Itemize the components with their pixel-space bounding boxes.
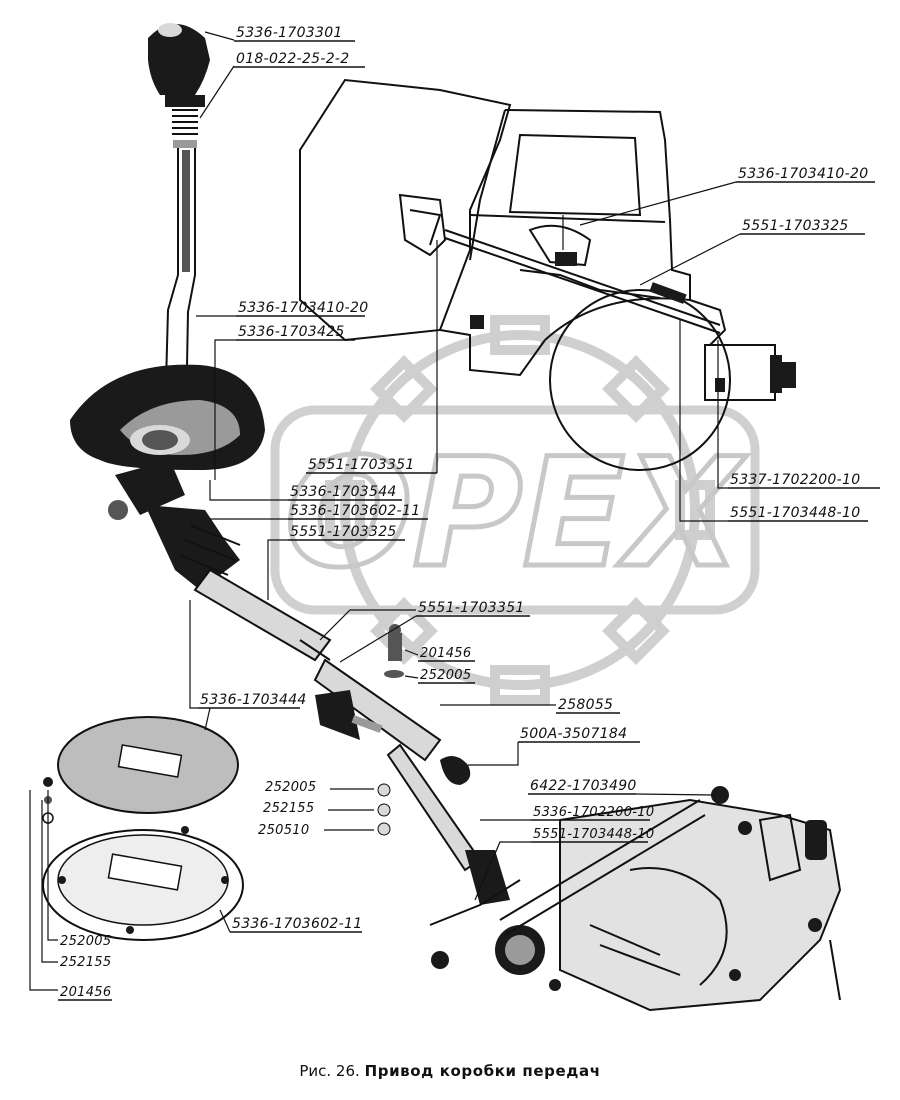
- label-ring-602: 5336-1703602-11: [232, 916, 362, 932]
- label-w-252155: 252155: [263, 801, 314, 816]
- figure-caption: Рис. 26. Привод коробки передач: [0, 1062, 900, 1080]
- label-plate-444: 5336-1703444: [200, 692, 307, 708]
- label-spring-500a: 500A-3507184: [520, 726, 627, 742]
- label-washer-top: 252005: [420, 668, 471, 683]
- label-lever-spring: 018-022-25-2-2: [236, 51, 349, 67]
- label-gearbox: 5336-1702200-10: [533, 805, 654, 820]
- label-lever-490: 6422-1703490: [530, 778, 637, 794]
- label-knob: 5336-1703301: [236, 25, 343, 41]
- caption-title: Привод коробки передач: [364, 1062, 601, 1080]
- label-lever-544: 5336-1703544: [290, 484, 397, 500]
- label-gearbox-cab: 5337-1702200-10: [730, 472, 860, 488]
- label-link-351: 5551-1703351: [418, 600, 525, 616]
- part-labels: 5336-1703301 018-022-25-2-2 5336-1703410…: [29, 25, 880, 1001]
- label-lever-mid: 5336-1703410-20: [238, 300, 368, 316]
- watermark-logo: OPEX: [270, 315, 760, 705]
- truck-cab-illustration: [299, 78, 796, 471]
- floor-boot: [70, 364, 265, 470]
- label-bolt-top: 201456: [420, 646, 471, 661]
- label-cover-602: 5336-1703602-11: [290, 503, 420, 519]
- label-cab-lever: 5336-1703410-20: [738, 166, 868, 182]
- gear-lever-assembly: [148, 23, 210, 421]
- label-pin: 258055: [558, 697, 613, 713]
- label-w-252005: 252005: [265, 780, 316, 795]
- cover-plates: [42, 716, 391, 941]
- label-cab-link: 5551-1703351: [308, 457, 415, 473]
- shift-linkage: [108, 460, 521, 969]
- gearbox-illustration: [495, 786, 842, 1012]
- label-w-250510: 250510: [258, 823, 309, 838]
- label-l-201456: 201456: [60, 985, 111, 1000]
- caption-prefix: Рис. 26.: [299, 1062, 360, 1080]
- label-rod-325: 5551-1703325: [290, 524, 397, 540]
- label-rod-448-cab: 5551-1703448-10: [730, 505, 860, 521]
- label-cab-rod: 5551-1703325: [742, 218, 849, 234]
- label-rod-448: 5551-1703448-10: [533, 827, 654, 842]
- label-l-252005: 252005: [60, 934, 111, 949]
- watermark-text: OPEX: [285, 427, 747, 601]
- label-boot: 5336-1703425: [238, 324, 345, 340]
- label-l-252155: 252155: [60, 955, 111, 970]
